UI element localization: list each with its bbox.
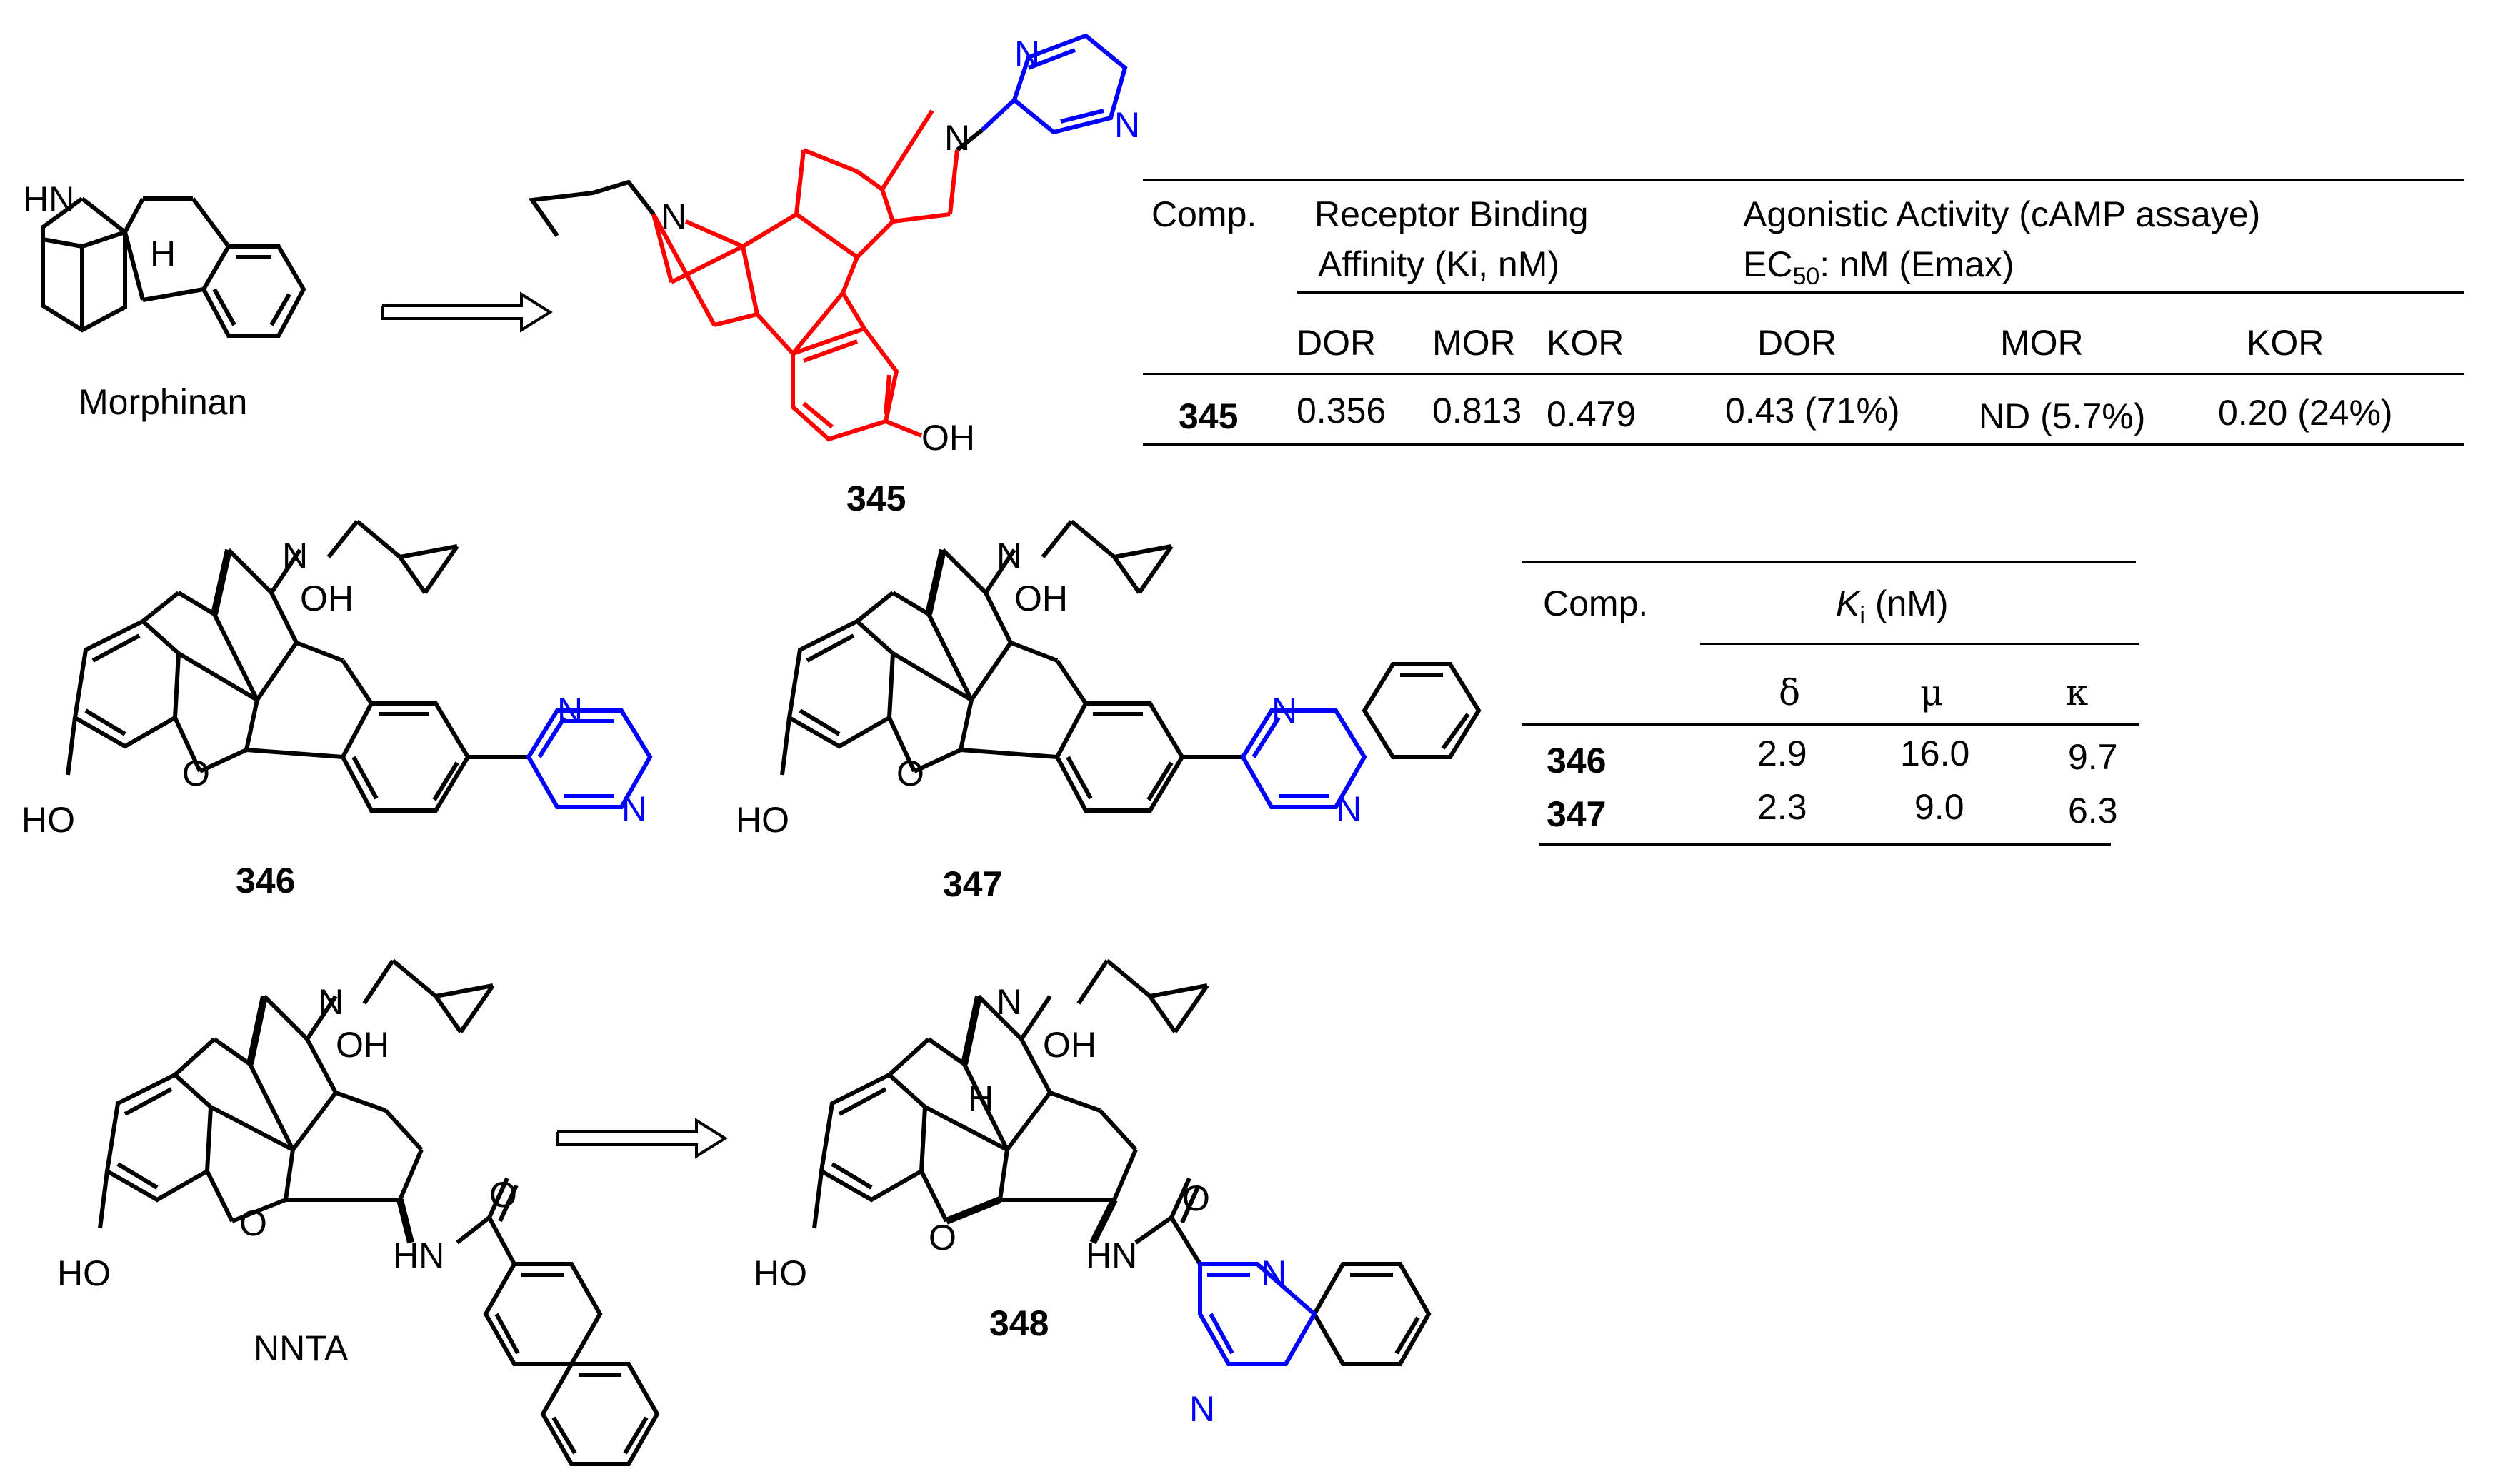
- atom-label-ho: HO: [57, 1253, 111, 1293]
- compound-347-structure: [780, 519, 1482, 813]
- atom-label-o: O: [239, 1203, 267, 1243]
- table-cell: 9.0: [1914, 787, 1964, 827]
- table-row-compound: 346: [1547, 741, 1607, 781]
- table-subheader: MOR: [1432, 323, 1516, 363]
- table-cell: 0.20 (24%): [2218, 393, 2393, 433]
- table-cell: ND (5.7%): [1979, 396, 2146, 436]
- morphinan-label: Morphinan: [79, 382, 247, 422]
- morphinan-structure: [41, 196, 306, 338]
- table-cell: 9.7: [2068, 737, 2118, 777]
- atom-label-n: N: [1189, 1389, 1215, 1429]
- table-346-347-ki: Comp. Ki (nM) δ μ κ 346 2.9 16.0 9.7 347…: [1514, 550, 2157, 864]
- compound-346-structure: [66, 519, 653, 813]
- table-subheader: KOR: [2247, 323, 2324, 363]
- atom-label-n: N: [1272, 691, 1297, 731]
- atom-label-hn: HN: [1086, 1235, 1137, 1275]
- atom-label-n: N: [1014, 34, 1040, 74]
- arrow-morphinan-to-345: [381, 291, 553, 333]
- nnta-label: NNTA: [254, 1328, 349, 1368]
- table-header-rule: [1143, 373, 2464, 375]
- table-row-compound: 347: [1547, 794, 1607, 834]
- atom-label-n: N: [557, 691, 583, 731]
- table-top-rule: [1522, 561, 2136, 563]
- atom-label-oh: OH: [336, 1025, 389, 1065]
- table-top-rule: [1143, 179, 2464, 181]
- table-header-binding-sub: Affinity (Ki, nM): [1318, 244, 1560, 284]
- table-cell: 0.813: [1432, 391, 1522, 431]
- atom-label-n: N: [1261, 1253, 1287, 1293]
- atom-label-hn: HN: [23, 179, 74, 219]
- atom-label-oh: OH: [300, 578, 354, 618]
- compound-number-345: 345: [846, 478, 906, 518]
- table-cell: 0.356: [1297, 391, 1387, 431]
- atom-label-o: O: [182, 753, 210, 793]
- table-subheader: MOR: [2000, 323, 2084, 363]
- table-header-agonist-sub: EC50: nM (Emax): [1743, 244, 2014, 290]
- compound-number-347: 347: [943, 864, 1002, 904]
- atom-label-n: N: [1336, 789, 1362, 829]
- arrow-nnta-to-348: [556, 1118, 728, 1159]
- atom-label-ho: HO: [754, 1253, 807, 1293]
- table-bottom-rule: [1539, 843, 2111, 846]
- atom-label-n: N: [282, 536, 308, 576]
- atom-label-oh: OH: [1014, 578, 1068, 618]
- table-bottom-rule: [1143, 443, 2464, 446]
- atom-label-n: N: [996, 982, 1022, 1022]
- table-cell: 16.0: [1900, 733, 1970, 773]
- atom-label-n: N: [996, 536, 1022, 576]
- table-mid-rule: [1700, 643, 2139, 645]
- table-header-rule: [1522, 723, 2139, 726]
- atom-label-hn: HN: [393, 1235, 444, 1275]
- table-subheader: DOR: [1757, 323, 1837, 363]
- atom-label-o: O: [896, 753, 924, 793]
- atom-label-ho: HO: [21, 800, 75, 840]
- table-345-activity: Comp. Receptor Binding Affinity (Ki, nM)…: [1143, 171, 2472, 450]
- atom-label-oh: OH: [1043, 1025, 1096, 1065]
- table-header-comp: Comp.: [1151, 194, 1257, 234]
- table-cell: 2.3: [1757, 787, 1807, 827]
- table-subheader-mu: μ: [1920, 672, 1944, 713]
- table-header-agonist: Agonistic Activity (cAMP assaye): [1743, 194, 2261, 234]
- atom-label-h: H: [150, 234, 176, 274]
- nnta-structure: [98, 958, 660, 1466]
- atom-label-h: H: [968, 1078, 994, 1118]
- atom-label-o: O: [929, 1218, 956, 1258]
- table-header-binding: Receptor Binding: [1314, 194, 1589, 234]
- compound-348-structure: [812, 958, 1432, 1366]
- table-subheader-delta: δ: [1779, 672, 1801, 713]
- table-subheader: KOR: [1547, 323, 1624, 363]
- atom-label-o: O: [489, 1175, 517, 1215]
- table-row-compound: 345: [1179, 396, 1239, 436]
- atom-label-oh: OH: [921, 418, 975, 458]
- atom-label-n: N: [661, 196, 686, 236]
- table-mid-rule: [1297, 291, 2464, 294]
- compound-number-348: 348: [989, 1303, 1049, 1343]
- atom-label-ho: HO: [736, 800, 789, 840]
- table-cell: 0.43 (71%): [1725, 391, 1900, 431]
- table-subheader-kappa: κ: [2066, 672, 2089, 713]
- compound-345-structure: [528, 33, 1128, 442]
- atom-label-n: N: [621, 789, 647, 829]
- atom-label-n: N: [318, 982, 344, 1022]
- table-header-comp: Comp.: [1543, 583, 1649, 623]
- atom-label-n: N: [944, 118, 970, 158]
- table-cell: 2.9: [1757, 733, 1807, 773]
- table-cell: 0.479: [1547, 394, 1637, 434]
- compound-number-346: 346: [236, 861, 295, 901]
- table-header-ki: Ki (nM): [1836, 583, 1949, 629]
- table-subheader: DOR: [1297, 323, 1377, 363]
- table-cell: 6.3: [2068, 791, 2118, 831]
- atom-label-o: O: [1182, 1178, 1210, 1218]
- atom-label-n: N: [1114, 105, 1140, 145]
